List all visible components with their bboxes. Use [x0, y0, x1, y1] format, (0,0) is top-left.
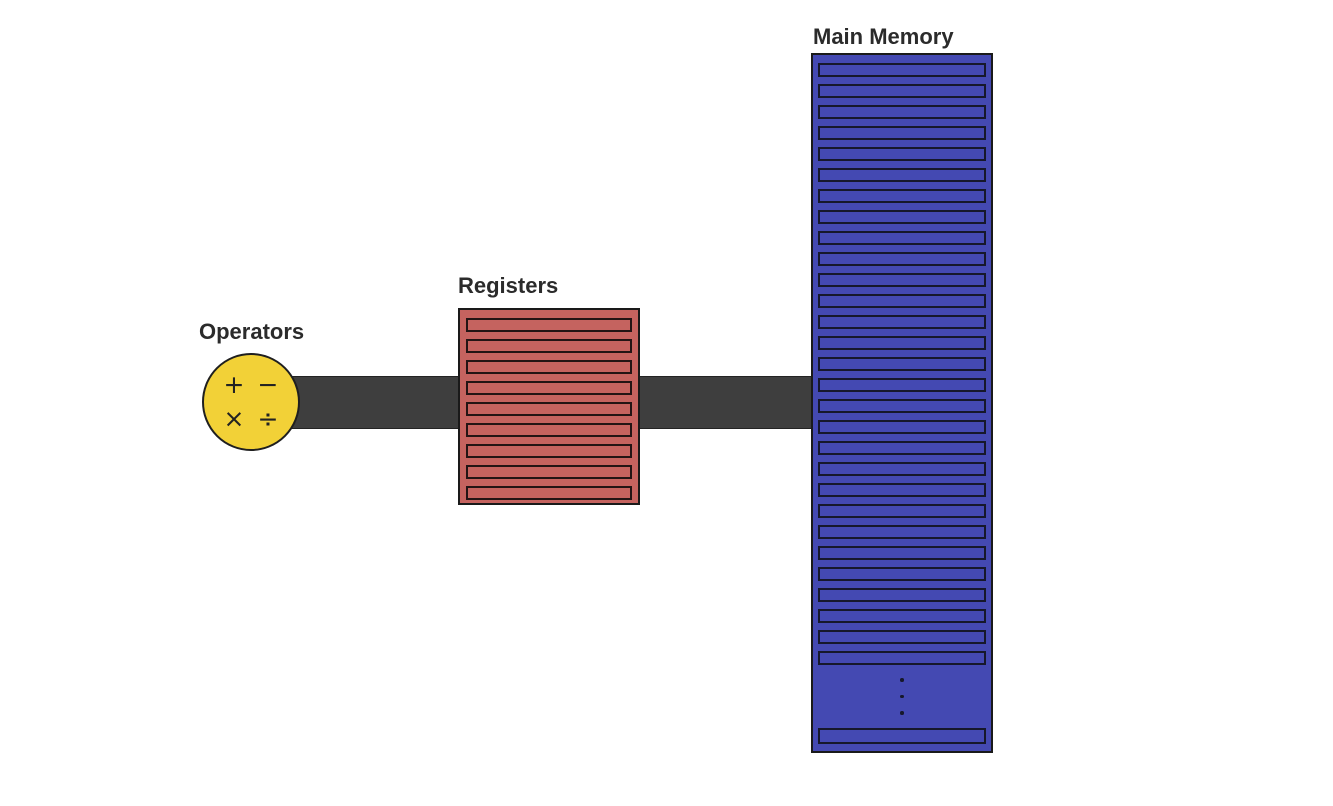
register-slot	[466, 339, 632, 353]
memory-slots	[818, 63, 986, 665]
register-slot	[466, 465, 632, 479]
operator-symbols-row-2: × ÷	[224, 402, 279, 436]
registers-label: Registers	[458, 273, 559, 298]
register-slots	[466, 318, 632, 500]
memory-slot	[818, 63, 986, 77]
register-slot	[466, 444, 632, 458]
registers-box	[458, 308, 640, 505]
register-slot	[466, 381, 632, 395]
memory-slot	[818, 315, 986, 329]
operator-symbols-row-1: + −	[224, 368, 279, 402]
multiply-icon: ×	[223, 404, 245, 433]
memory-slot	[818, 630, 986, 644]
memory-slot	[818, 273, 986, 287]
main-memory-box	[811, 53, 993, 753]
memory-slot	[818, 588, 986, 602]
memory-slot	[818, 336, 986, 350]
memory-slot	[818, 462, 986, 476]
main-memory-label: Main Memory	[813, 24, 954, 49]
memory-slot	[818, 294, 986, 308]
register-slot	[466, 402, 632, 416]
memory-slot	[818, 567, 986, 581]
memory-slot	[818, 651, 986, 665]
memory-slot	[818, 147, 986, 161]
memory-slot	[818, 441, 986, 455]
operators-circle: + − × ÷	[202, 353, 300, 451]
memory-slot	[818, 504, 986, 518]
plus-icon: +	[223, 370, 245, 399]
minus-icon: −	[257, 370, 279, 399]
memory-slot	[818, 105, 986, 119]
memory-slot	[818, 168, 986, 182]
memory-slot	[818, 189, 986, 203]
memory-ellipsis	[818, 665, 986, 728]
memory-slot	[818, 420, 986, 434]
ellipsis-dot	[900, 694, 904, 699]
memory-slot	[818, 378, 986, 392]
memory-bottom-slot	[818, 728, 986, 744]
register-slot	[466, 360, 632, 374]
memory-slot	[818, 357, 986, 371]
memory-slot	[818, 252, 986, 266]
register-slot	[466, 423, 632, 437]
divide-icon: ÷	[257, 404, 279, 433]
operators-label: Operators	[199, 319, 305, 344]
memory-slot	[818, 483, 986, 497]
ellipsis-dot	[900, 678, 904, 682]
memory-slot	[818, 84, 986, 98]
memory-slot	[818, 399, 986, 413]
memory-slot	[818, 546, 986, 560]
ellipsis-dot	[900, 711, 904, 715]
memory-slot	[818, 210, 986, 224]
memory-bottom-slots	[818, 728, 986, 744]
bus-registers-to-memory	[636, 376, 813, 429]
memory-slot	[818, 525, 986, 539]
register-slot	[466, 486, 632, 500]
memory-slot	[818, 231, 986, 245]
memory-slot	[818, 126, 986, 140]
register-slot	[466, 318, 632, 332]
memory-slot	[818, 609, 986, 623]
